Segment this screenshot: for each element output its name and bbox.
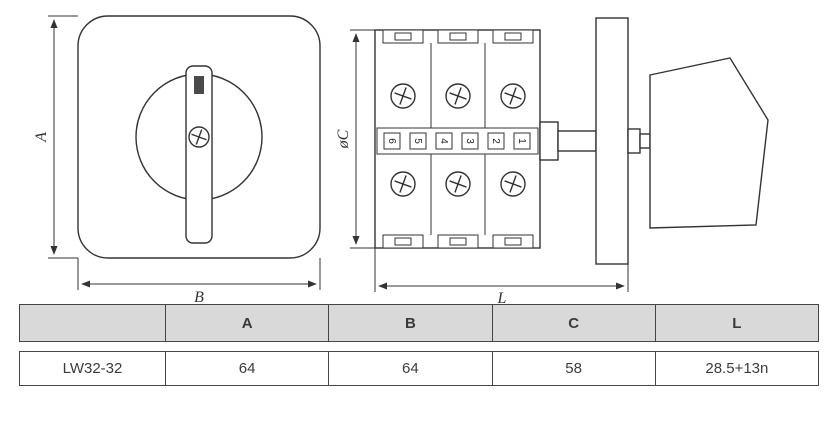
bottom-mounting-tabs [382, 234, 534, 249]
dimension-c: øC [335, 29, 375, 249]
value-l-cell: 28.5+13n [654, 352, 818, 385]
handle-indicator-slot [194, 76, 204, 94]
table-row: LW32-32 64 64 58 28.5+13n [19, 351, 819, 386]
table-header-c: C [491, 305, 655, 341]
dimension-a: A [33, 15, 78, 259]
switch-handle [185, 65, 213, 244]
center-screw-icon [188, 126, 210, 148]
table-header-a: A [165, 305, 328, 341]
dimension-a-label: A [33, 132, 50, 143]
knob-hub [627, 128, 651, 154]
dimension-b: B [77, 258, 321, 305]
dimension-c-label: øC [335, 129, 352, 149]
knob-side-profile [649, 57, 769, 229]
dimension-table: A B C L LW32-32 64 64 58 28.5+13n [19, 304, 819, 386]
terminal-number-band: 6 5 4 3 2 1 [376, 127, 539, 155]
table-header-model [20, 305, 165, 341]
value-b-cell: 64 [328, 352, 491, 385]
terminal-screws-top [390, 83, 526, 109]
side-view: 6 5 4 3 2 1 [374, 17, 769, 265]
terminal-number: 2 [490, 138, 501, 144]
terminal-number: 5 [412, 138, 423, 144]
terminal-number: 6 [386, 138, 397, 144]
terminal-screws-bottom [390, 171, 526, 197]
mounting-flange [595, 17, 629, 265]
dimension-l: L [374, 248, 629, 305]
terminal-number: 4 [438, 138, 449, 144]
dimension-drawing: A B [33, 15, 769, 305]
dimension-b-label: B [194, 289, 204, 305]
dimension-l-label: L [497, 290, 507, 305]
terminal-number: 1 [516, 138, 527, 144]
value-a-cell: 64 [165, 352, 328, 385]
table-header-b: B [328, 305, 491, 341]
shaft [539, 121, 597, 161]
technical-drawing-svg: A B [33, 15, 769, 305]
model-cell: LW32-32 [62, 360, 123, 377]
top-mounting-tabs [382, 29, 534, 44]
table-header-row: A B C L [19, 304, 819, 342]
front-view [77, 15, 321, 259]
value-c-cell: 58 [491, 352, 655, 385]
table-header-l: L [654, 305, 818, 341]
terminal-number: 3 [464, 138, 475, 144]
